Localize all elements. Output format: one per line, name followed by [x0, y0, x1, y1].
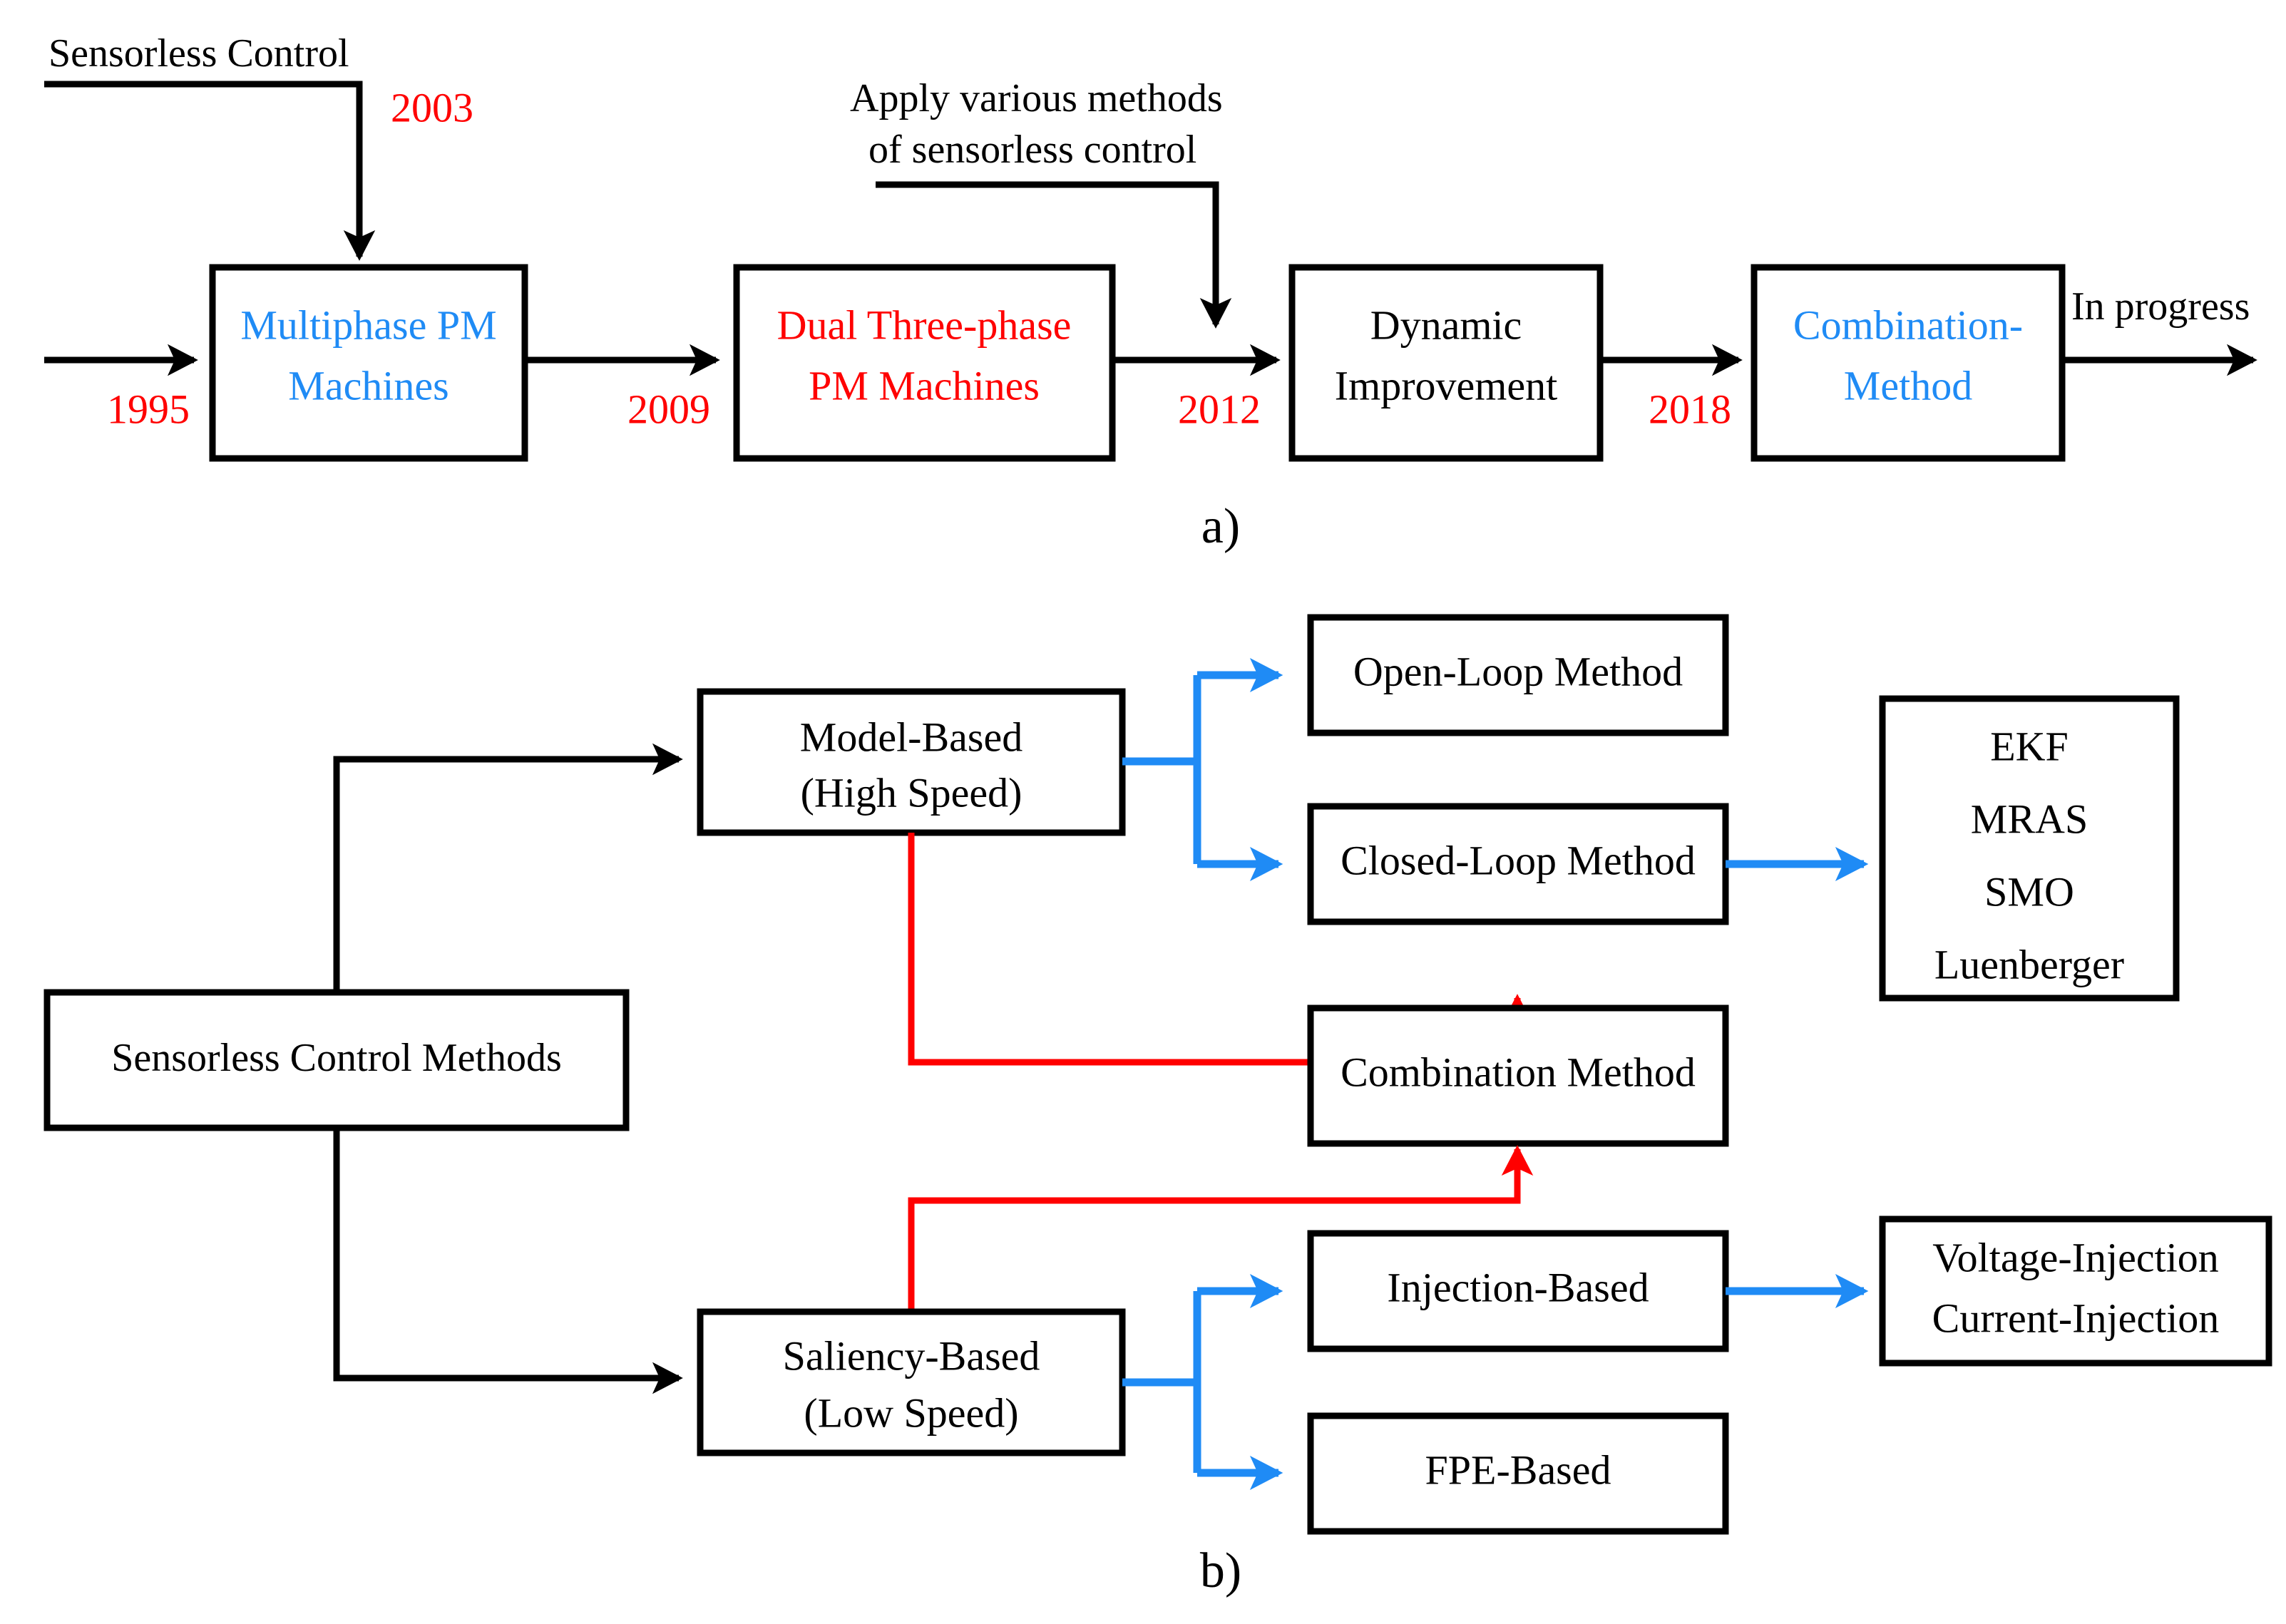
annotation-in-progress: In progress [2071, 284, 2250, 329]
panel-caption-a: a) [1201, 499, 1240, 554]
node-sensorless-control-methods[interactable] [43, 989, 630, 1131]
year-label-2003: 2003 [391, 84, 473, 130]
annotation-apply-methods-line2: of sensorless control [868, 128, 1196, 172]
node-model-based[interactable] [697, 688, 1126, 836]
year-label-2009: 2009 [627, 386, 710, 432]
node-label-multiphase-line1: Multiphase PM [240, 302, 496, 348]
year-label-2018: 2018 [1649, 386, 1731, 432]
year-label-1995: 1995 [107, 386, 190, 432]
arrow-root-to-model-based [333, 743, 683, 992]
node-label-observer-mras: MRAS [1971, 796, 2088, 842]
node-label-dynamic-line2: Improvement [1335, 362, 1557, 408]
annotation-apply-methods-line1: Apply various methods [850, 76, 1223, 120]
arrow-apply-methods-to-dynamic [876, 181, 1232, 329]
node-label-combination-line2: Method [1844, 362, 1972, 408]
node-combination-method[interactable] [1307, 1004, 1729, 1147]
node-dynamic-improvement[interactable] [1288, 264, 1604, 462]
node-label-sensorless-control-methods: Sensorless Control Methods [111, 1036, 562, 1080]
node-label-voltage-injection: Voltage-Injection [1932, 1234, 2219, 1280]
node-label-injection-based: Injection-Based [1387, 1264, 1649, 1310]
year-label-2012: 2012 [1178, 386, 1261, 432]
node-label-dual-line1: Dual Three-phase [777, 302, 1072, 348]
node-label-combination-method: Combination Method [1341, 1049, 1696, 1095]
node-label-saliency-based-line1: Saliency-Based [783, 1332, 1040, 1379]
node-label-combination-line1: Combination- [1793, 302, 2023, 348]
node-dual-three-phase-pm-machines[interactable] [733, 264, 1116, 462]
node-fpe-based[interactable] [1307, 1412, 1729, 1535]
node-label-observer-ekf: EKF [1990, 723, 2069, 769]
node-observer-list[interactable] [1879, 695, 2180, 1002]
node-label-saliency-based-line2: (Low Speed) [804, 1389, 1018, 1436]
node-injection-list[interactable] [1879, 1216, 2272, 1367]
node-label-dynamic-line1: Dynamic [1370, 302, 1522, 348]
node-label-closed-loop-method: Closed-Loop Method [1341, 837, 1696, 883]
node-label-multiphase-line2: Machines [288, 362, 449, 408]
node-saliency-based[interactable] [697, 1308, 1126, 1456]
arrow-sensorless-control-to-multiphase [44, 81, 376, 261]
node-label-model-based-line2: (High Speed) [801, 769, 1022, 816]
arrow-saliency-based-to-combination [908, 1145, 1534, 1310]
node-open-loop-method[interactable] [1307, 614, 1729, 736]
node-label-current-injection: Current-Injection [1932, 1295, 2220, 1341]
node-label-dual-line2: PM Machines [809, 362, 1040, 408]
panel-caption-b: b) [1200, 1543, 1241, 1598]
annotation-sensorless-control: Sensorless Control [48, 31, 349, 76]
node-label-fpe-based: FPE-Based [1425, 1446, 1611, 1493]
node-label-model-based-line1: Model-Based [800, 714, 1023, 760]
node-label-observer-luenberger: Luenberger [1934, 941, 2124, 987]
arrow-root-to-saliency-based [333, 1128, 683, 1394]
node-closed-loop-method[interactable] [1307, 803, 1729, 925]
node-label-open-loop-method: Open-Loop Method [1353, 648, 1683, 694]
node-label-observer-smo: SMO [1984, 868, 2074, 915]
